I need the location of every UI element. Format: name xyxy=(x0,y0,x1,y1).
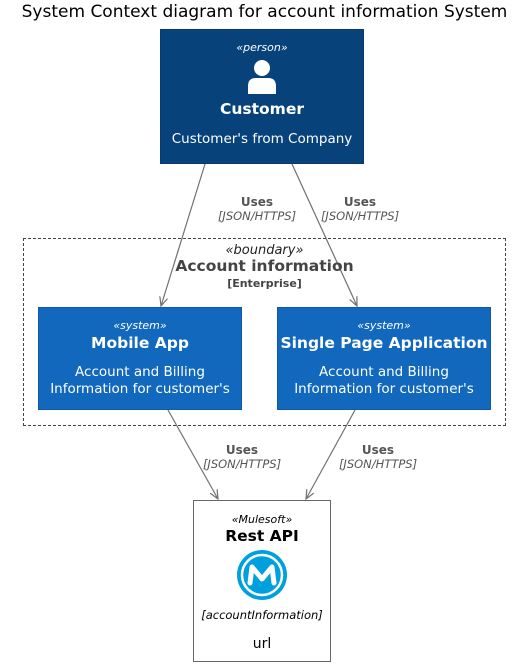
relation-uses: Uses xyxy=(225,443,259,457)
relation-label-spa-rest: Uses [JSON/HTTPS] xyxy=(318,443,438,471)
spa-description-line2: Information for customer's xyxy=(294,381,474,397)
rest-api-description: url xyxy=(252,636,272,652)
person-icon xyxy=(161,58,363,98)
relation-line-spa-rest xyxy=(306,409,356,499)
mobile-app-name: Mobile App xyxy=(91,334,189,352)
rest-api-stereotype: «Mulesoft» xyxy=(231,513,293,526)
mobile-app-system-box[interactable]: «system» Mobile App Account and Billing … xyxy=(38,307,242,410)
rest-api-technology: [accountInformation] xyxy=(201,608,323,622)
boundary-stereotype: «boundary» xyxy=(225,243,304,258)
mulesoft-logo-icon xyxy=(194,549,330,605)
relation-tech: [JSON/HTTPS] xyxy=(217,209,297,223)
relation-uses: Uses xyxy=(240,195,274,209)
relation-tech: [JSON/HTTPS] xyxy=(320,209,400,223)
relation-line-customer-spa xyxy=(291,163,357,306)
diagram-title: System Context diagram for account infor… xyxy=(21,2,508,22)
relation-uses: Uses xyxy=(361,443,395,457)
relation-tech: [JSON/HTTPS] xyxy=(338,457,418,471)
relation-line-mobile-rest xyxy=(167,409,218,499)
relation-uses: Uses xyxy=(343,195,377,209)
relation-label-customer-spa: Uses [JSON/HTTPS] xyxy=(300,195,420,223)
boundary-type: [Enterprise] xyxy=(227,277,302,290)
account-information-boundary xyxy=(23,238,506,426)
rest-api-name: Rest API xyxy=(225,527,299,545)
spa-name: Single Page Application xyxy=(280,334,488,352)
mobile-app-description-line1: Account and Billing xyxy=(75,364,205,380)
mobile-app-description-line2: Information for customer's xyxy=(50,381,230,397)
relation-tech: [JSON/HTTPS] xyxy=(202,457,282,471)
spa-system-box[interactable]: «system» Single Page Application Account… xyxy=(277,307,491,410)
relation-label-mobile-rest: Uses [JSON/HTTPS] xyxy=(182,443,302,471)
relation-label-customer-mobile: Uses [JSON/HTTPS] xyxy=(197,195,317,223)
spa-description-line1: Account and Billing xyxy=(319,364,449,380)
mobile-app-stereotype: «system» xyxy=(113,319,167,332)
customer-name: Customer xyxy=(219,100,304,118)
customer-description: Customer's from Company xyxy=(171,131,353,147)
spa-stereotype: «system» xyxy=(357,319,411,332)
rest-api-box[interactable]: «Mulesoft» Rest API [accountInformation]… xyxy=(193,500,331,662)
customer-person-box[interactable]: «person» Customer Customer's from Compan… xyxy=(160,29,364,164)
customer-stereotype: «person» xyxy=(236,41,288,54)
relation-line-customer-mobile xyxy=(161,163,206,306)
boundary-name: Account information xyxy=(175,257,354,275)
